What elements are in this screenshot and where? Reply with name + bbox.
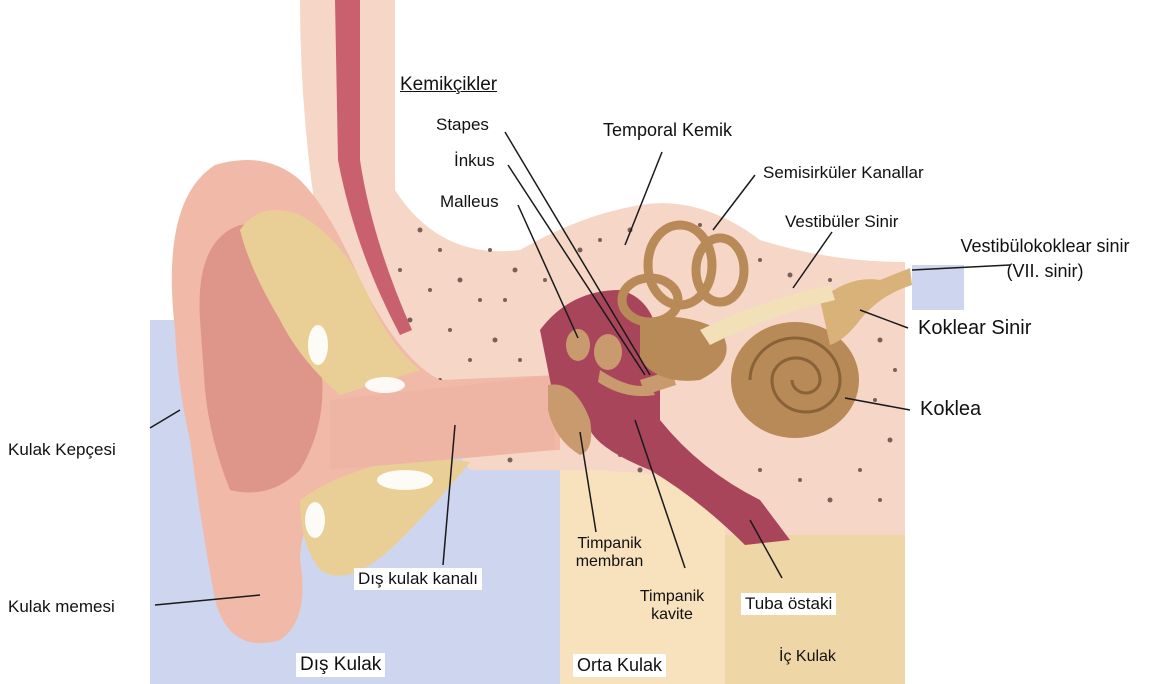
label-semisirkuler-kanallar: Semisirküler Kanallar [763, 163, 924, 183]
label-stapes: Stapes [436, 115, 489, 135]
label-vestibuler-sinir: Vestibüler Sinir [785, 212, 898, 232]
label-kulak-memesi: Kulak memesi [8, 597, 115, 617]
label-inkus: İnkus [454, 151, 495, 171]
label-timpanik-kavite-line2: kavite [622, 606, 722, 624]
label-dis-kulak-kanali: Dış kulak kanalı [354, 568, 482, 590]
label-vestibulokoklear-line1: Vestibülokoklear sinir [940, 236, 1150, 257]
label-dis-kulak: Dış Kulak [296, 653, 385, 677]
label-malleus: Malleus [440, 192, 499, 212]
label-timpanik-membran: Timpanik membran [562, 535, 657, 572]
label-timpanik-membran-line2: membran [562, 553, 657, 571]
label-temporal-kemik: Temporal Kemik [603, 120, 732, 141]
label-timpanik-kavite-line1: Timpanik [622, 588, 722, 606]
label-vestibulokoklear-sinir: Vestibülokoklear sinir (VII. sinir) [940, 236, 1150, 281]
label-tuba-ostaki: Tuba östaki [741, 593, 836, 615]
label-orta-kulak: Orta Kulak [573, 654, 666, 677]
label-koklea: Koklea [920, 398, 981, 421]
label-koklear-sinir: Koklear Sinir [918, 317, 1031, 340]
label-vestibulokoklear-line2: (VII. sinir) [940, 261, 1150, 282]
label-timpanik-membran-line1: Timpanik [562, 535, 657, 553]
label-kemikcikler: Kemikçikler [400, 74, 497, 96]
label-timpanik-kavite: Timpanik kavite [622, 588, 722, 625]
label-ic-kulak: İç Kulak [779, 648, 836, 666]
label-kulak-kepcesi: Kulak Kepçesi [8, 440, 116, 460]
